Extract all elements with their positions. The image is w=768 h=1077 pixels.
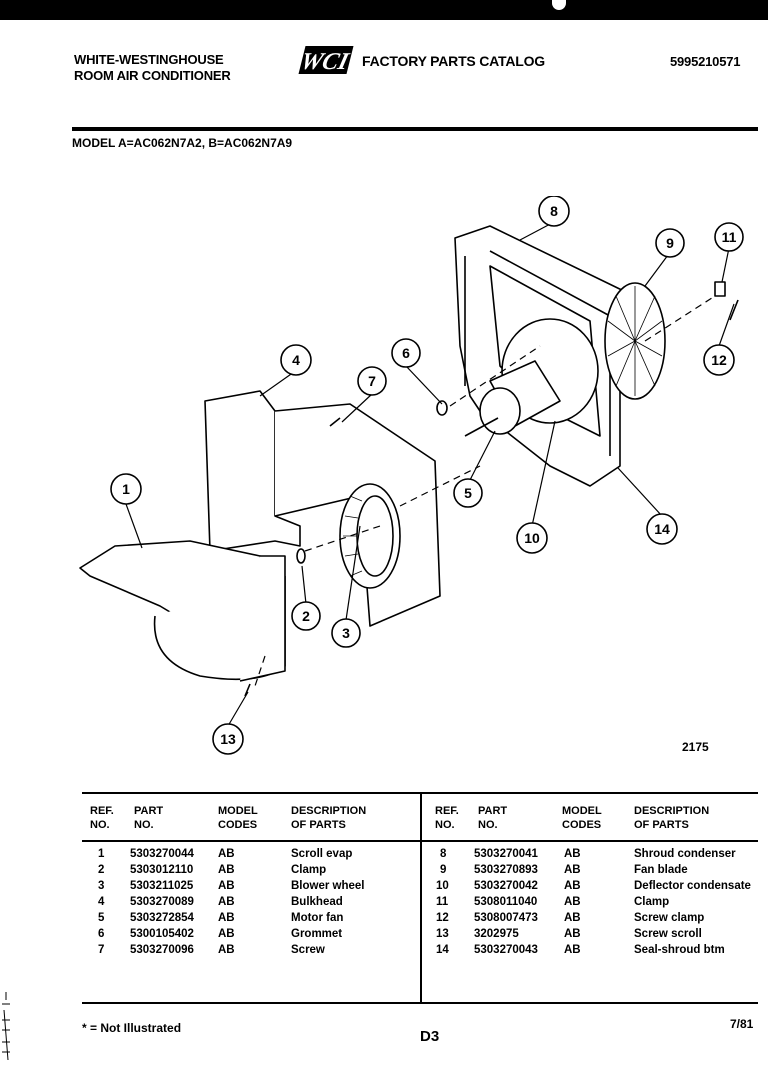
catalog-number: 5995210571 (670, 54, 741, 69)
not-illustrated-note: * = Not Illustrated (82, 1021, 182, 1035)
callout-12: 12 (703, 344, 735, 376)
svg-text:8: 8 (550, 203, 558, 219)
brand-line-2: ROOM AIR CONDITIONER (74, 68, 231, 83)
brand-line-1: WHITE-WESTINGHOUSE (74, 52, 224, 67)
callout-6: 6 (391, 338, 421, 368)
callout-11: 11 (714, 222, 744, 252)
svg-text:2: 2 (302, 608, 310, 624)
page-id: D3 (420, 1028, 440, 1045)
top-bar-mark (552, 0, 566, 10)
logo-text: WCI (298, 48, 353, 75)
callout-4: 4 (280, 344, 312, 376)
model-line: MODEL A=AC062N7A2, B=AC062N7A9 (72, 136, 293, 150)
callout-8: 8 (538, 196, 570, 227)
svg-text:1: 1 (122, 481, 130, 497)
svg-text:13: 13 (220, 731, 236, 747)
callout-2: 2 (291, 601, 321, 631)
wci-logo: WCI (298, 46, 354, 75)
catalog-date: 7/81 (730, 1017, 754, 1031)
callout-10: 10 (516, 522, 548, 554)
header-ref-no-left: REF.NO. (90, 805, 114, 831)
table-bottom-rule (82, 1002, 758, 1004)
callout-3: 3 (331, 618, 361, 648)
svg-text:11: 11 (722, 229, 737, 245)
svg-text:6: 6 (402, 345, 410, 361)
callout-5: 5 (453, 478, 483, 508)
svg-text:12: 12 (711, 352, 727, 368)
svg-text:4: 4 (292, 352, 300, 368)
table-center-divider (420, 792, 422, 1004)
svg-text:5: 5 (464, 485, 472, 501)
catalog-title: FACTORY PARTS CATALOG (362, 53, 545, 69)
top-black-bar (0, 0, 768, 20)
svg-text:7: 7 (368, 373, 376, 389)
callout-1: 1 (110, 473, 142, 505)
scan-edge-mark (2, 992, 10, 1061)
exploded-parts-diagram: 1 2 3 4 5 6 7 8 9 10 11 12 13 14 (79, 196, 744, 755)
svg-text:10: 10 (524, 530, 540, 546)
callout-14: 14 (646, 513, 678, 545)
callout-9: 9 (655, 228, 685, 258)
header-rule (72, 127, 758, 131)
bulkhead (204, 390, 301, 552)
svg-text:9: 9 (666, 235, 674, 251)
header-ref-no-right: REF.NO. (435, 805, 459, 831)
svg-text:14: 14 (654, 521, 670, 537)
figure-number: 2175 (682, 740, 709, 754)
svg-text:3: 3 (342, 625, 350, 641)
callout-7: 7 (357, 366, 387, 396)
callout-13: 13 (212, 723, 244, 755)
